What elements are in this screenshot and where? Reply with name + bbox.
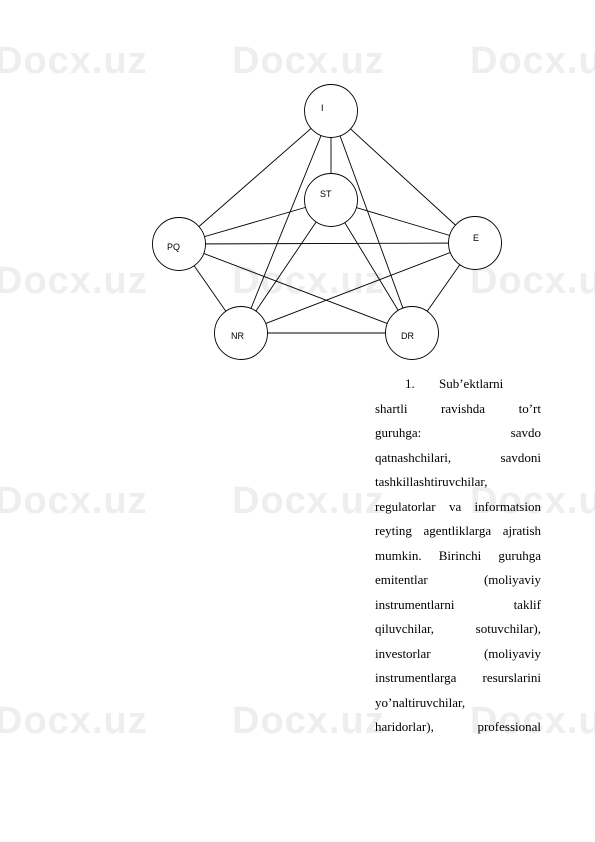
word: agentliklarga (423, 523, 492, 538)
node-circle (214, 306, 268, 360)
edge-pq-e (178, 242, 476, 245)
edge-i-nr (240, 110, 332, 334)
node-circle (385, 306, 439, 360)
text-line: regulatorlar va informatsion (375, 495, 541, 520)
word: yo’naltiruvchilar, (375, 694, 466, 710)
edge-i-pq (178, 110, 332, 245)
word: qatnashchilari, (375, 449, 452, 465)
word: va (448, 498, 462, 514)
list-heading: 1. Sub’ektlarni (375, 372, 541, 397)
word: sotuvchilar), (475, 621, 541, 636)
node-circle (304, 84, 358, 138)
word: professional (477, 719, 541, 734)
text-line: qiluvchilar, sotuvchilar), (375, 617, 541, 642)
text-line: guruhga: savdo (375, 421, 541, 446)
word: instrumentlarga (375, 670, 457, 685)
node-st: ST (304, 173, 358, 227)
text-line: haridorlar), professional (375, 715, 541, 740)
paragraph-lines: shartli ravishda to’rt guruhga: savdo qatnash… (375, 397, 541, 740)
word: informatsion (474, 498, 541, 514)
node-label: I (321, 103, 324, 113)
word: haridorlar), (375, 719, 434, 734)
node-dr: DR (385, 306, 439, 360)
node-circle (152, 217, 206, 271)
watermark-text: Docx.uz (0, 700, 148, 742)
watermark-text: Docx.uz (232, 260, 385, 302)
text-line: investorlar (moliyaviy (375, 642, 541, 667)
node-label: ST (320, 189, 332, 199)
text-line: tashkillashtiruvchilar, (375, 470, 541, 495)
text-line: yo’naltiruvchilar, (375, 691, 541, 716)
word: (moliyaviy (483, 572, 541, 587)
text-line: mumkin. Birinchi guruhga (375, 544, 541, 569)
word: reyting (375, 523, 412, 538)
word: tashkillashtiruvchilar, (375, 474, 488, 489)
word: Birinchi (438, 547, 482, 563)
node-label: E (473, 233, 479, 243)
edge-i-e (330, 110, 476, 244)
word: resurslarini (482, 670, 541, 685)
word: savdo (510, 425, 541, 440)
watermark-text: Docx.uz (470, 260, 595, 302)
node-circle (448, 216, 502, 270)
body-text: 1. Sub’ektlarni shartli ravishda to’rt guruh… (375, 372, 541, 740)
watermark-text: Docx.uz (470, 480, 595, 522)
text-line: instrumentlarni taklif (375, 593, 541, 618)
word: savdoni (500, 449, 541, 465)
word: emitentlar (375, 572, 428, 587)
word: shartli (375, 400, 408, 416)
text-line: reyting agentliklarga ajratish (375, 519, 541, 544)
word: ravishda (441, 400, 486, 416)
word: instrumentlarni (375, 596, 455, 612)
word: qiluvchilar, (375, 621, 435, 636)
word: (moliyaviy (483, 645, 541, 661)
list-number: 1. (405, 376, 415, 391)
word: guruhga: (375, 425, 422, 440)
watermark-text: Docx.uz (232, 480, 385, 522)
node-pq: PQ (152, 217, 206, 271)
node-circle (304, 173, 358, 227)
watermark-text: Docx.uz (0, 480, 148, 522)
word: investorlar (375, 645, 431, 661)
node-label: NR (231, 331, 244, 341)
node-label: PQ (167, 242, 180, 252)
watermark-text: Docx.uz (0, 260, 148, 302)
node-nr: NR (214, 306, 268, 360)
edge-i-dr (330, 110, 413, 334)
watermark-text: Docx.uz (470, 40, 595, 82)
word: guruhga (498, 547, 541, 563)
diagram-nodes: I ST PQ E NR DR (152, 84, 502, 360)
text-line: qatnashchilari, savdoni (375, 446, 541, 471)
word: mumkin. (375, 547, 422, 563)
watermark-text: Docx.uz (470, 700, 595, 742)
word: taklif (513, 596, 541, 612)
node-i: I (304, 84, 358, 138)
node-e: E (448, 216, 502, 270)
watermark-text: Docx.uz (232, 700, 385, 742)
text-line: emitentlar (moliyaviy (375, 568, 541, 593)
watermark-text: Docx.uz (0, 40, 148, 82)
edge-e-nr (240, 242, 476, 334)
node-label: DR (401, 331, 414, 341)
word: regulatorlar (375, 498, 436, 514)
text-line: instrumentlarga resurslarini (375, 666, 541, 691)
text-line: shartli ravishda to’rt (375, 397, 541, 422)
edge-pq-dr (178, 243, 413, 334)
watermark-text: Docx.uz (232, 40, 385, 82)
list-heading-word: Sub’ektlarni (439, 376, 504, 391)
word: to’rt (518, 400, 541, 416)
word: ajratish (502, 523, 541, 538)
